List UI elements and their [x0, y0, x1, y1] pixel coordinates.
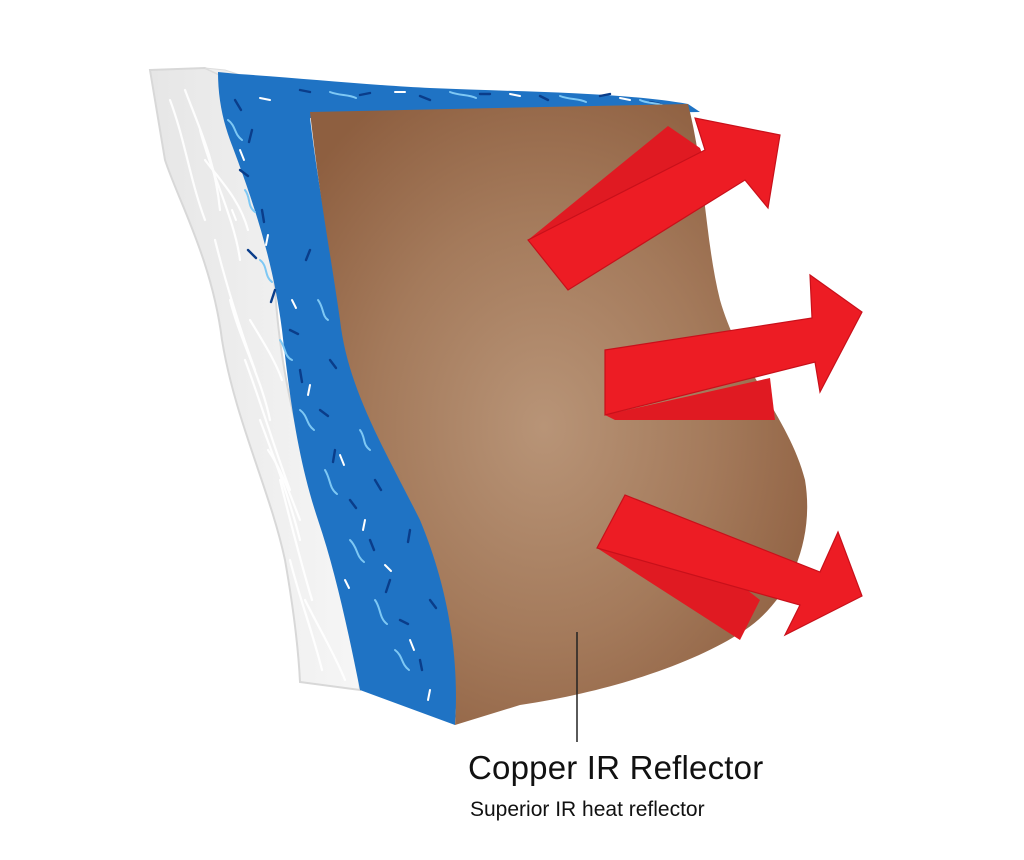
callout-subtitle: Superior IR heat reflector	[470, 798, 705, 821]
callout-title: Copper IR Reflector	[468, 749, 764, 786]
ir-arrows	[527, 117, 863, 640]
ir-arrow-top	[527, 117, 781, 291]
ir-arrow-middle	[604, 273, 863, 420]
ir-arrow-bottom	[596, 494, 863, 640]
blue-fiber-insulation-layer	[218, 72, 700, 725]
